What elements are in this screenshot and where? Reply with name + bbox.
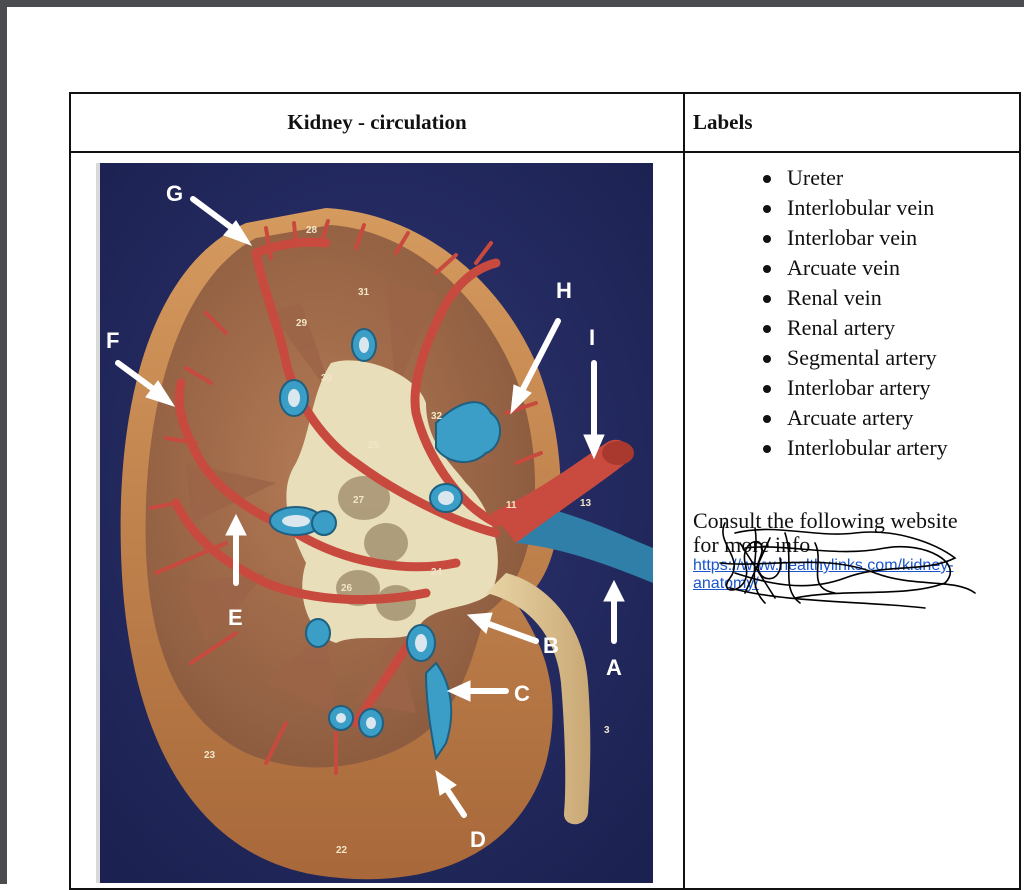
letter-label-i: I	[589, 325, 595, 350]
kidney-illustration: 28 29 30 31 32 25 27 26 24 13 11 22	[100, 163, 653, 883]
document-page: Kidney - circulation Labels	[7, 7, 1024, 890]
figure-left-edge	[96, 163, 100, 883]
content-table: Kidney - circulation Labels	[69, 92, 1021, 890]
renal-artery-cut	[602, 441, 634, 465]
labels-cell: Ureter Interlobular vein Interlobar vein…	[683, 151, 1021, 890]
list-item: Renal artery	[763, 313, 1019, 343]
list-item: Ureter	[763, 163, 1019, 193]
list-item: Renal vein	[763, 283, 1019, 313]
figure-cell: 28 29 30 31 32 25 27 26 24 13 11 22	[69, 151, 685, 890]
letter-labels: G F E H I A B C D	[106, 181, 622, 852]
letter-label-f: F	[106, 328, 119, 353]
number-label: 24	[431, 567, 443, 578]
number-label: 13	[580, 498, 592, 509]
scribble-redaction	[719, 522, 976, 609]
labels-list: Ureter Interlobular vein Interlobar vein…	[685, 163, 1019, 463]
list-item: Arcuate vein	[763, 253, 1019, 283]
list-item: Interlobular artery	[763, 433, 1019, 463]
number-label: 23	[204, 750, 216, 761]
number-label: 27	[353, 495, 365, 506]
window-left-bar	[0, 0, 7, 884]
number-label: 26	[341, 583, 353, 594]
list-item: Interlobar artery	[763, 373, 1019, 403]
structure-numbers: 28 29 30 31 32 25 27 26 24 13 11 22	[204, 225, 610, 856]
number-label: 32	[431, 411, 443, 422]
letter-label-d: D	[470, 827, 486, 852]
number-label: 22	[336, 845, 348, 856]
vein-lumens	[282, 337, 454, 729]
number-label: 3	[604, 725, 610, 736]
letter-label-b: B	[543, 633, 559, 658]
renal-artery	[491, 439, 630, 543]
letter-label-c: C	[514, 681, 530, 706]
ureter	[486, 573, 591, 825]
letter-label-h: H	[556, 278, 572, 303]
kidney-figure: 28 29 30 31 32 25 27 26 24 13 11 22	[96, 163, 653, 883]
letter-label-a: A	[606, 655, 622, 680]
consult-text-line2: for more info	[693, 532, 811, 557]
window-top-bar	[0, 0, 1024, 7]
number-label: 28	[306, 225, 318, 236]
number-label: 31	[358, 287, 370, 298]
pointer-arrows	[115, 196, 625, 818]
table-header-labels: Labels	[683, 92, 1021, 153]
letter-label-e: E	[228, 605, 243, 630]
list-item: Interlobar vein	[763, 223, 1019, 253]
number-label: 11	[506, 500, 517, 511]
website-link-line2[interactable]: anatomy/	[693, 575, 759, 592]
list-item: Arcuate artery	[763, 403, 1019, 433]
number-label: 29	[296, 318, 308, 329]
number-label: 25	[368, 440, 380, 451]
list-item: Interlobular vein	[763, 193, 1019, 223]
consult-text-line1: Consult the following website	[693, 508, 958, 533]
letter-label-g: G	[166, 181, 183, 206]
renal-vein	[516, 503, 653, 583]
list-item: Segmental artery	[763, 343, 1019, 373]
table-header-figure: Kidney - circulation	[69, 92, 685, 153]
renal-pelvis	[286, 360, 498, 643]
number-label: 30	[321, 373, 333, 384]
